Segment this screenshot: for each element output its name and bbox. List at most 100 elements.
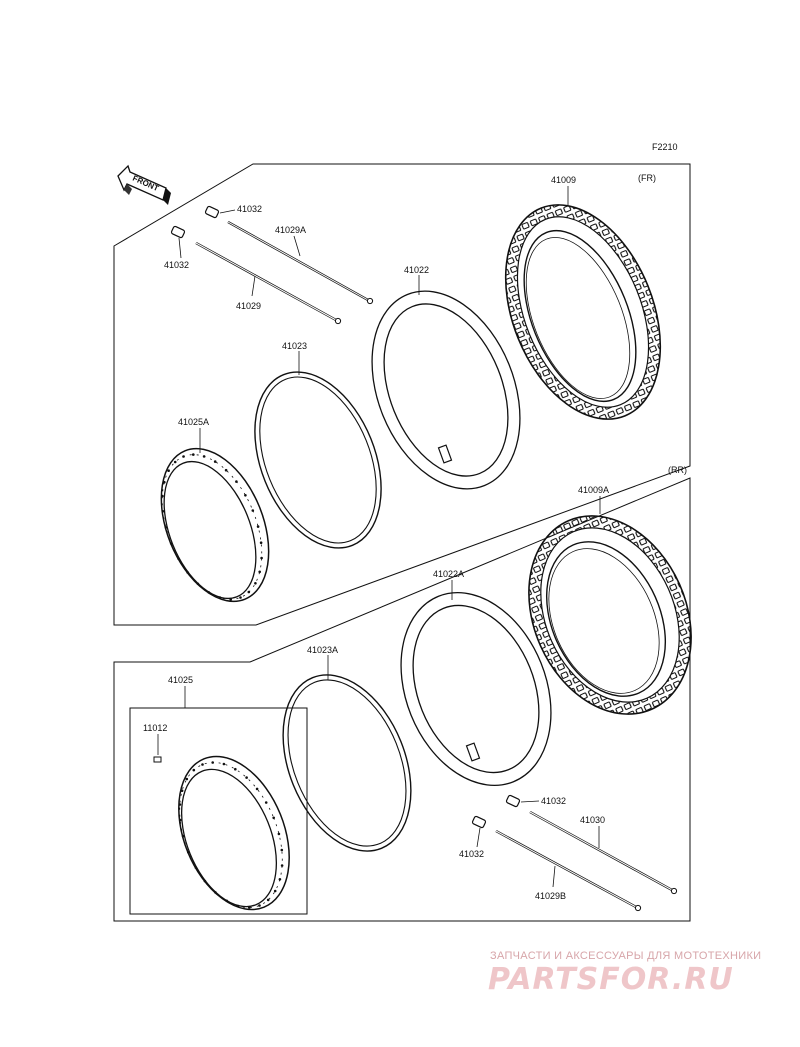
front-group-label: (FR) bbox=[638, 173, 656, 183]
spoke-hole bbox=[163, 480, 166, 484]
spoke-hole bbox=[278, 878, 282, 881]
spoke-hole bbox=[225, 899, 228, 903]
part-label: 41029B bbox=[535, 891, 566, 901]
spoke-hole bbox=[218, 596, 222, 599]
spoke-hole bbox=[173, 460, 177, 464]
spoke-hole bbox=[251, 509, 255, 512]
spoke-hole bbox=[248, 906, 251, 909]
spoke-hole bbox=[178, 803, 182, 806]
spoke-hole bbox=[234, 767, 237, 771]
spoke-hole bbox=[239, 596, 242, 599]
rim-plug-icon bbox=[153, 734, 162, 763]
spoke-icon bbox=[227, 220, 374, 305]
spoke-hole bbox=[178, 818, 182, 822]
rear-group-label: (RR) bbox=[668, 465, 687, 475]
valve-cap-icon bbox=[471, 815, 487, 848]
spoke-hole bbox=[201, 763, 204, 766]
valve-cap-icon bbox=[505, 794, 540, 808]
spoke-hole bbox=[259, 541, 263, 544]
spoke-hole bbox=[180, 789, 184, 792]
spoke-hole bbox=[280, 864, 284, 867]
part-label: 41025 bbox=[168, 675, 193, 685]
spoke-hole bbox=[260, 556, 263, 560]
spoke-hole bbox=[264, 801, 268, 804]
spoke-hole bbox=[256, 525, 260, 528]
spoke-hole bbox=[235, 480, 238, 483]
spoke-hole bbox=[272, 816, 276, 820]
spoke-hole bbox=[167, 469, 170, 473]
figure-code: F2210 bbox=[652, 142, 678, 152]
spoke-hole bbox=[255, 787, 259, 791]
rear-group-panel bbox=[113, 477, 691, 922]
spoke-icon bbox=[195, 241, 342, 325]
spoke-hole bbox=[182, 455, 185, 458]
part-label: 41009 bbox=[551, 175, 576, 185]
part-label: 41030 bbox=[580, 815, 605, 825]
tire bbox=[504, 186, 662, 420]
spoke-icon bbox=[495, 829, 642, 912]
wheel-rim bbox=[178, 686, 290, 911]
spoke-hole bbox=[214, 891, 217, 894]
inner-tube bbox=[371, 275, 521, 490]
inner-tube bbox=[400, 580, 552, 787]
spoke-hole bbox=[161, 510, 165, 513]
spoke-hole bbox=[244, 494, 247, 497]
part-label: 41009A bbox=[578, 485, 609, 495]
spoke-hole bbox=[177, 557, 180, 560]
spoke-hole bbox=[222, 762, 226, 766]
spoke-hole bbox=[254, 582, 257, 585]
valve-cap-icon bbox=[204, 205, 236, 219]
part-label: 41022 bbox=[404, 265, 429, 275]
part-label: 11012 bbox=[143, 723, 167, 733]
spoke-hole bbox=[186, 571, 189, 574]
part-label: 41029A bbox=[275, 225, 306, 235]
spoke-hole bbox=[224, 468, 228, 472]
spoke-hole bbox=[185, 777, 189, 781]
spoke-hole bbox=[202, 455, 206, 458]
part-label: 41029 bbox=[236, 301, 261, 311]
rim-detail-box bbox=[129, 707, 308, 915]
wheel-rim bbox=[160, 428, 270, 603]
part-label: 41032 bbox=[164, 260, 189, 270]
rim-band bbox=[282, 655, 412, 852]
front-arrow-icon: FRONT bbox=[117, 164, 171, 205]
spoke-hole bbox=[181, 834, 185, 838]
watermark-caption: ЗАПЧАСТИ И АКСЕССУАРЫ ДЛЯ МОТОТЕХНИКИ bbox=[490, 950, 762, 962]
watermark-logo[interactable]: PARTSFOR.RU bbox=[488, 962, 734, 997]
spoke-hole bbox=[229, 598, 232, 601]
spoke-icon bbox=[529, 810, 678, 895]
part-label: 41022A bbox=[433, 569, 464, 579]
spoke-hole bbox=[164, 526, 168, 529]
spoke-hole bbox=[161, 494, 164, 498]
part-label: 41032 bbox=[237, 204, 262, 214]
spoke-hole bbox=[213, 460, 217, 463]
rim-band bbox=[254, 351, 382, 549]
part-label: 41023 bbox=[282, 341, 307, 351]
spoke-hole bbox=[266, 898, 270, 902]
spoke-hole bbox=[258, 570, 262, 574]
part-label: 41025A bbox=[178, 417, 209, 427]
part-label: 41023A bbox=[307, 645, 338, 655]
front-group-panel bbox=[113, 163, 691, 626]
spoke-hole bbox=[273, 889, 277, 893]
spoke-hole bbox=[203, 879, 207, 883]
spoke-hole bbox=[245, 776, 248, 779]
spoke-hole bbox=[277, 832, 281, 836]
spoke-hole bbox=[192, 768, 196, 772]
spoke-hole bbox=[192, 453, 195, 456]
spoke-hole bbox=[207, 591, 211, 594]
spoke-hole bbox=[187, 850, 190, 854]
spoke-hole bbox=[258, 904, 261, 907]
valve-cap-icon bbox=[170, 225, 186, 259]
spoke-hole bbox=[169, 542, 173, 545]
spoke-hole bbox=[236, 904, 240, 908]
spoke-hole bbox=[194, 866, 198, 869]
tire bbox=[528, 496, 692, 715]
spoke-hole bbox=[247, 590, 251, 594]
part-label: 41032 bbox=[541, 796, 566, 806]
spoke-hole bbox=[211, 761, 214, 764]
spoke-hole bbox=[280, 848, 284, 852]
part-label: 41032 bbox=[459, 849, 484, 859]
spoke-hole bbox=[196, 582, 200, 586]
